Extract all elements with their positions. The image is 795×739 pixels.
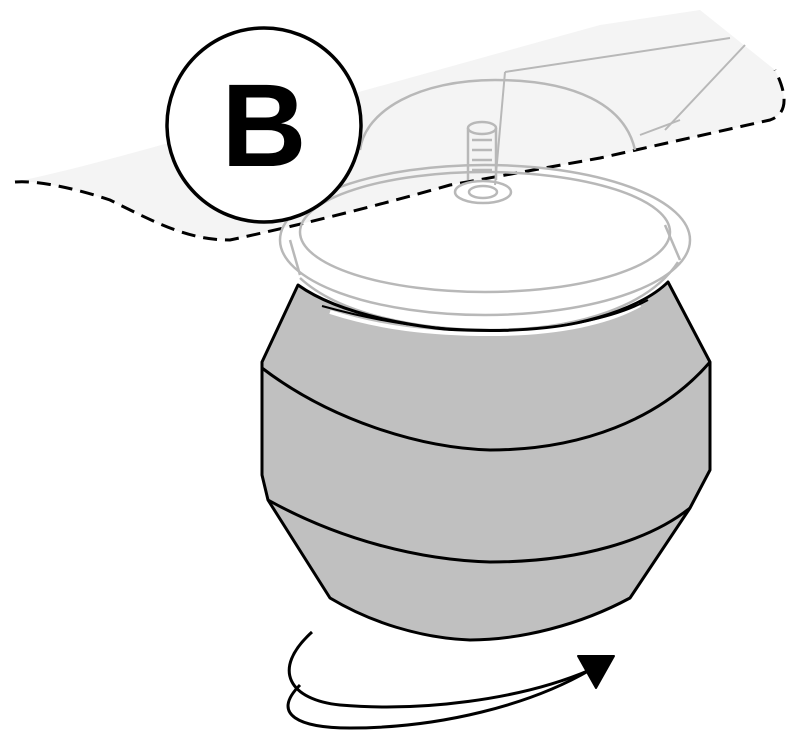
shell-top-rim xyxy=(329,303,641,337)
cap-rim xyxy=(278,163,692,317)
shaft-base-inner xyxy=(467,184,499,200)
shaft-body xyxy=(466,128,498,180)
shaft-top xyxy=(466,120,498,136)
surface-groove xyxy=(504,37,731,73)
cap-side xyxy=(663,224,682,261)
shell-top-rim-edge xyxy=(321,299,649,332)
step-badge: B xyxy=(165,26,363,224)
rotation-arrow-stroke-inner xyxy=(286,668,591,730)
cap-side xyxy=(288,239,302,276)
shaft-teeth xyxy=(472,138,492,172)
shaft-base xyxy=(453,179,513,205)
step-badge-circle xyxy=(165,26,363,224)
mounting-surface-edge xyxy=(14,69,786,242)
surface-groove xyxy=(664,44,746,131)
cap-rim-inner xyxy=(298,170,672,294)
curved-arrow-clockwise-icon xyxy=(286,630,615,730)
shell-band-lower xyxy=(267,498,691,564)
rotation-arrow-head xyxy=(577,655,615,689)
cap-dome xyxy=(358,78,637,151)
surface-groove xyxy=(639,119,681,136)
shell-band-upper xyxy=(261,361,712,452)
step-badge-label: B xyxy=(221,60,306,192)
rotation-arrow-stroke-outer xyxy=(287,630,591,709)
knob-shell xyxy=(260,280,712,642)
knob-shaft-icon xyxy=(453,120,513,205)
